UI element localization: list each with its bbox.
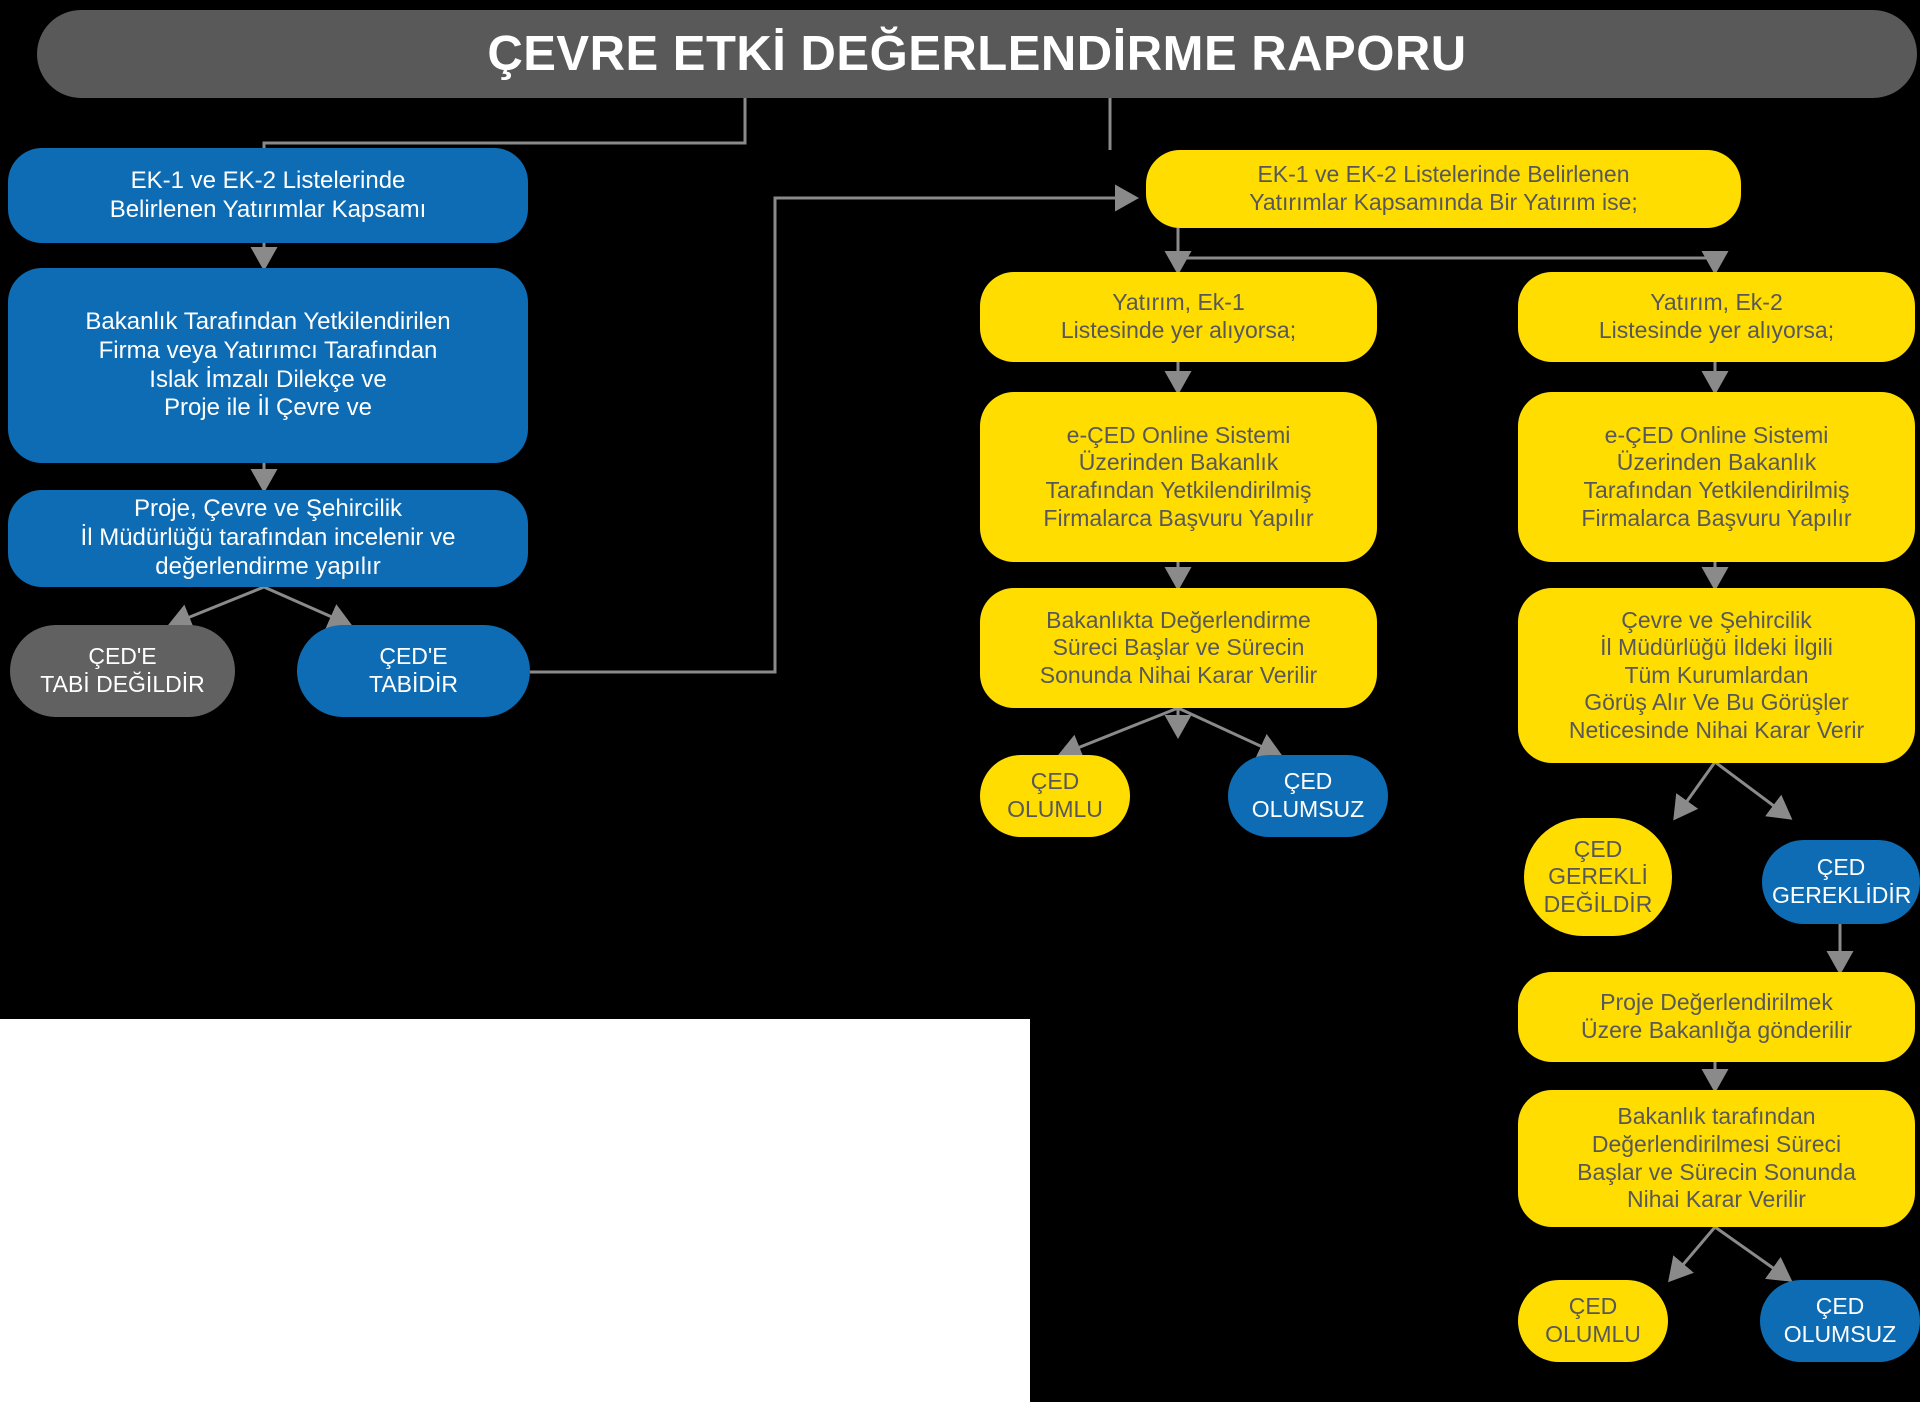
report-title-banner: ÇEVRE ETKİ DEĞERLENDİRME RAPORU <box>37 10 1917 98</box>
page-title: ÇEVRE ETKİ DEĞERLENDİRME RAPORU <box>487 27 1467 81</box>
white-filler-region <box>0 1019 1030 1402</box>
